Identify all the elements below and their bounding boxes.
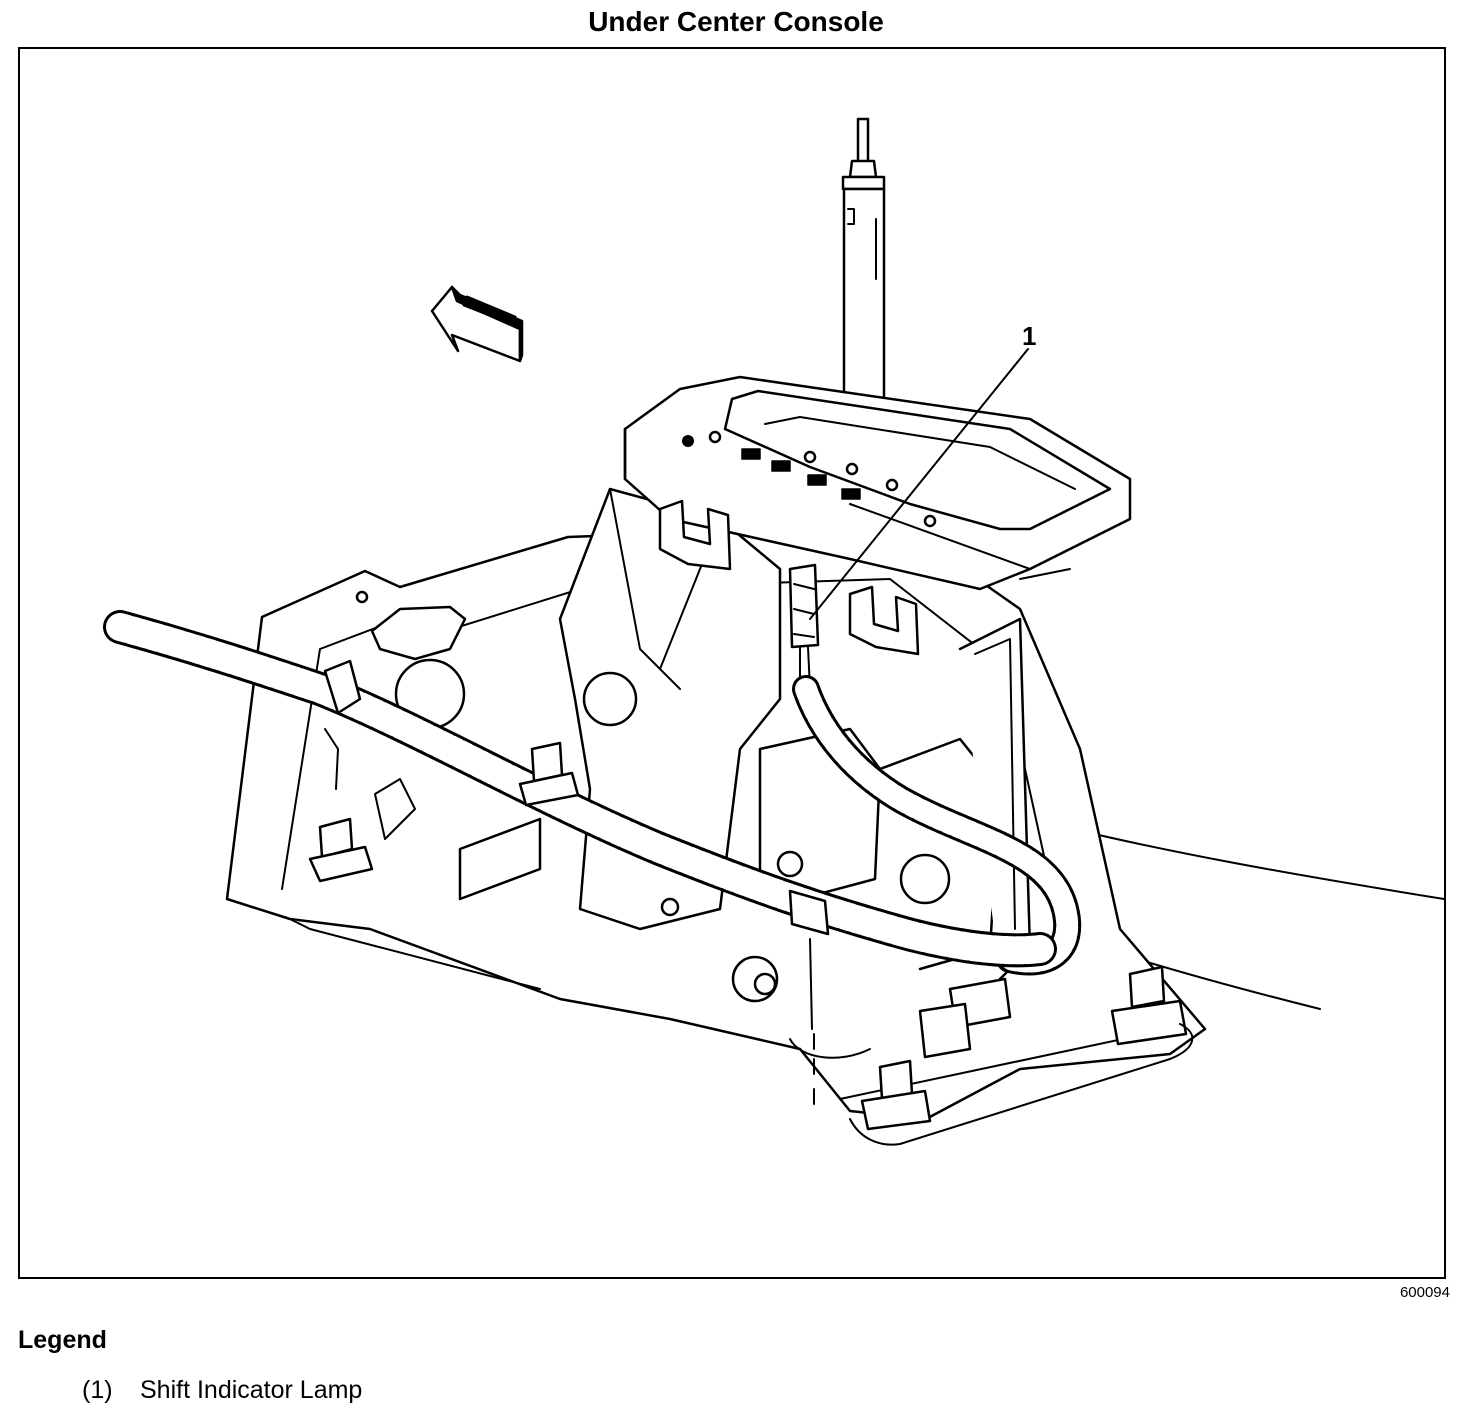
- shift-indicator-lamp-socket: [788, 563, 820, 690]
- stud-nut-front-left: [308, 817, 374, 883]
- left-mounting-bracket: [370, 605, 542, 901]
- lamp-harness-conduit: [792, 675, 1082, 976]
- forward-direction-arrow-icon: [430, 285, 524, 363]
- stud-nut-rear-right: [860, 1059, 932, 1131]
- shift-indicator-bezel: [623, 375, 1132, 591]
- floor-mount-plate: [789, 1023, 1194, 1146]
- legend-item: (1) Shift Indicator Lamp: [82, 1376, 362, 1405]
- mounting-studs-and-nuts: [308, 590, 1188, 1131]
- figure-id: 600094: [1399, 1284, 1450, 1301]
- stud-nut-front-right: [1110, 965, 1188, 1046]
- main-harness-conduit: [103, 610, 1057, 968]
- callout-1: 1: [809, 321, 1036, 620]
- callout-1-label: 1: [1022, 321, 1036, 351]
- shifter-illustration: 1: [103, 117, 1444, 1146]
- bezel-retaining-clips: [658, 499, 920, 656]
- diagram-frame: 1: [18, 47, 1446, 1279]
- stud-nut-center: [518, 741, 580, 807]
- diagram-title: Under Center Console: [588, 6, 884, 37]
- stud-nut-rear-mid: [918, 977, 1012, 1059]
- legend-item-text: Shift Indicator Lamp: [140, 1376, 363, 1404]
- harness-clips: [323, 659, 830, 1105]
- legend-item-number: (1): [82, 1376, 113, 1404]
- legend-heading: Legend: [18, 1326, 107, 1354]
